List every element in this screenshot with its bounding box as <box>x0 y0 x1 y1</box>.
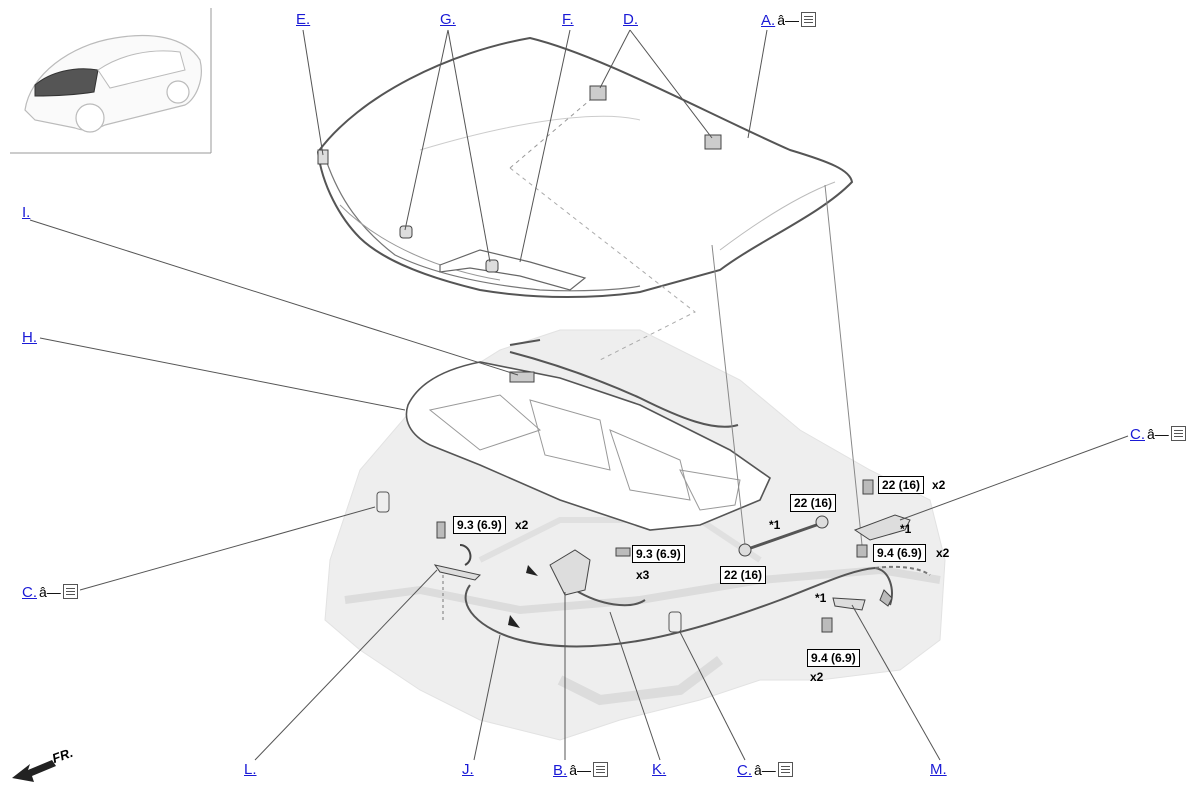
torque-spec-box: 9.3 (6.9) <box>453 516 506 534</box>
torque-spec-box: 9.3 (6.9) <box>632 545 685 563</box>
note-marker: *1 <box>815 591 827 605</box>
quantity-label: x2 <box>810 670 824 684</box>
callout-c-bottom-label[interactable]: C. <box>737 762 752 779</box>
leader-lines <box>29 29 1129 761</box>
callout-d[interactable]: D. <box>623 12 638 28</box>
torque-spec-box: 9.4 (6.9) <box>873 544 926 562</box>
callout-b[interactable]: B.â— <box>553 762 608 779</box>
callout-g-label[interactable]: G. <box>440 11 456 28</box>
quantity-label: x2 <box>515 518 529 532</box>
callout-f[interactable]: F. <box>562 12 574 28</box>
callout-c-left-label[interactable]: C. <box>22 584 37 601</box>
locator-inset <box>10 8 212 154</box>
quantity-label: x3 <box>636 568 650 582</box>
callout-e-label[interactable]: E. <box>296 11 311 28</box>
callout-c-right-label[interactable]: C. <box>1130 426 1145 443</box>
callout-a-label[interactable]: A. <box>761 12 776 29</box>
callout-i-label[interactable]: I. <box>22 204 31 221</box>
hood-support-rods <box>711 184 863 557</box>
torque-spec-box: 22 (16) <box>790 494 837 512</box>
callout-c-left-glyph: â— <box>39 584 61 600</box>
callout-a[interactable]: A.â— <box>761 12 816 29</box>
callout-i[interactable]: I. <box>22 205 30 221</box>
table-icon <box>800 12 816 27</box>
torque-spec-box: 22 (16) <box>878 476 925 494</box>
callout-k-label[interactable]: K. <box>652 761 667 778</box>
callout-g[interactable]: G. <box>440 12 456 28</box>
callout-h[interactable]: H. <box>22 330 37 346</box>
callout-j[interactable]: J. <box>462 762 474 778</box>
front-direction-arrow-icon <box>12 760 56 782</box>
table-icon <box>777 762 793 777</box>
callout-d-label[interactable]: D. <box>623 11 638 28</box>
callout-l-label[interactable]: L. <box>244 761 257 778</box>
torque-spec-box: 9.4 (6.9) <box>807 649 860 667</box>
hood-hinge <box>821 479 911 633</box>
callout-b-glyph: â— <box>569 762 591 778</box>
table-icon <box>1170 426 1186 441</box>
callout-h-label[interactable]: H. <box>22 329 37 346</box>
table-icon <box>62 584 78 599</box>
callout-k[interactable]: K. <box>652 762 666 778</box>
callout-m[interactable]: M. <box>930 762 947 778</box>
table-icon <box>592 762 608 777</box>
note-marker: *1 <box>900 522 912 536</box>
callout-m-label[interactable]: M. <box>930 761 947 778</box>
callout-e[interactable]: E. <box>296 12 310 28</box>
note-marker: *1 <box>769 518 781 532</box>
quantity-label: x2 <box>936 546 950 560</box>
callout-c-right-glyph: â— <box>1147 426 1169 442</box>
torque-spec-box: 22 (16) <box>720 566 767 584</box>
hood-lock-cable <box>376 491 931 648</box>
quantity-label: x2 <box>932 478 946 492</box>
washer-hose <box>509 339 739 428</box>
callout-f-label[interactable]: F. <box>562 11 574 28</box>
hood-panel <box>316 36 854 361</box>
callout-l[interactable]: L. <box>244 762 257 778</box>
callout-c-bottom-glyph: â— <box>754 762 776 778</box>
callout-c-right[interactable]: C.â— <box>1130 426 1186 443</box>
callout-a-glyph: â— <box>777 12 799 28</box>
callout-j-label[interactable]: J. <box>462 761 474 778</box>
hood-insulator <box>405 361 772 531</box>
callout-c-bottom[interactable]: C.â— <box>737 762 793 779</box>
callout-c-left[interactable]: C.â— <box>22 584 78 601</box>
callout-b-label[interactable]: B. <box>553 762 568 779</box>
